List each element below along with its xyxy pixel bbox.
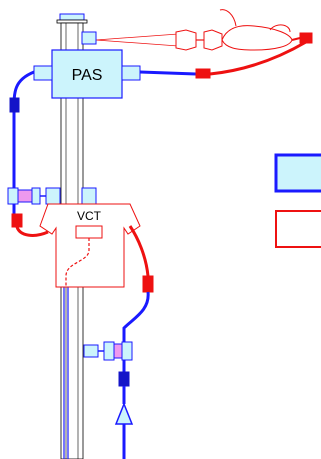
vct-label: VCT <box>77 209 102 223</box>
vct-unit: VCT <box>39 203 141 288</box>
red-legend-box <box>275 210 321 248</box>
pas-left-line <box>9 70 35 190</box>
inner-blue-tube <box>63 287 69 459</box>
pas-label: PAS <box>72 67 103 84</box>
left-connector <box>7 187 97 237</box>
pas-outlet-line <box>139 40 307 79</box>
fluid-bag <box>81 9 313 51</box>
vct-outlet-line <box>122 225 154 346</box>
lower-connector <box>83 341 134 459</box>
blue-legend-box <box>274 153 321 193</box>
legend <box>274 153 321 248</box>
pas-unit: PAS <box>33 49 141 99</box>
